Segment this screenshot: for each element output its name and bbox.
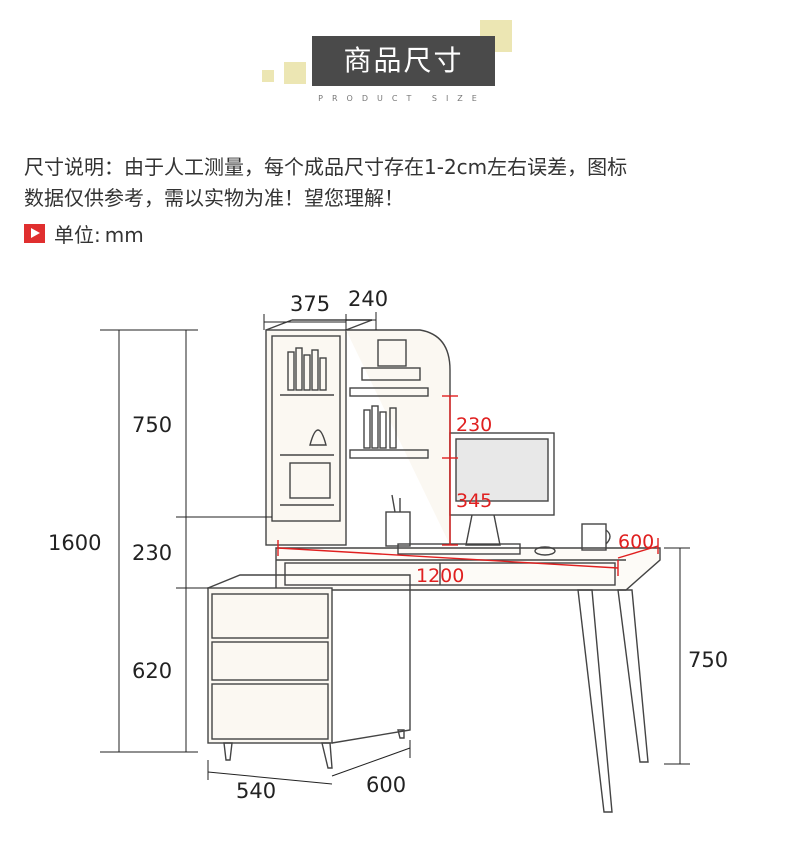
dim-cabinet-depth: 600	[366, 773, 406, 797]
unit-row: 单位:mm	[24, 220, 144, 247]
dim-desk-width: 1200	[416, 565, 464, 587]
size-note-line: 尺寸说明：由于人工测量，每个成品尺寸存在1-2cm左右误差，图标	[24, 155, 628, 179]
decor-square	[262, 70, 274, 82]
desk-drawing: 375 240 750 1600 230 620 540 600 750 120…	[48, 287, 728, 813]
dim-shelf-depth: 240	[348, 287, 388, 311]
play-icon	[24, 223, 45, 243]
header: 商品尺寸 PRODUCT SIZE	[0, 0, 790, 110]
dim-shelf-to-desk: 345	[456, 490, 492, 512]
dim-cabinet-height: 620	[132, 659, 172, 683]
unit-value: mm	[104, 222, 144, 247]
dim-shelf-gap: 230	[456, 414, 492, 436]
decor-square	[284, 62, 306, 84]
dim-shelf-width: 375	[290, 292, 330, 316]
size-note: 尺寸说明：由于人工测量，每个成品尺寸存在1-2cm左右误差，图标 数据仅供参考，…	[24, 152, 764, 214]
dim-mid-height: 230	[132, 541, 172, 565]
dim-upper-height: 750	[132, 413, 172, 437]
size-note-line: 数据仅供参考，需以实物为准！望您理解！	[24, 186, 404, 210]
dim-total-height: 1600	[48, 531, 101, 555]
dim-desk-height: 750	[688, 648, 728, 672]
page-subtitle: PRODUCT SIZE	[318, 94, 486, 103]
dim-desk-depth: 600	[618, 531, 654, 553]
page-title: 商品尺寸	[312, 36, 495, 86]
dim-cabinet-width: 540	[236, 779, 276, 803]
unit-label: 单位:	[54, 222, 101, 247]
